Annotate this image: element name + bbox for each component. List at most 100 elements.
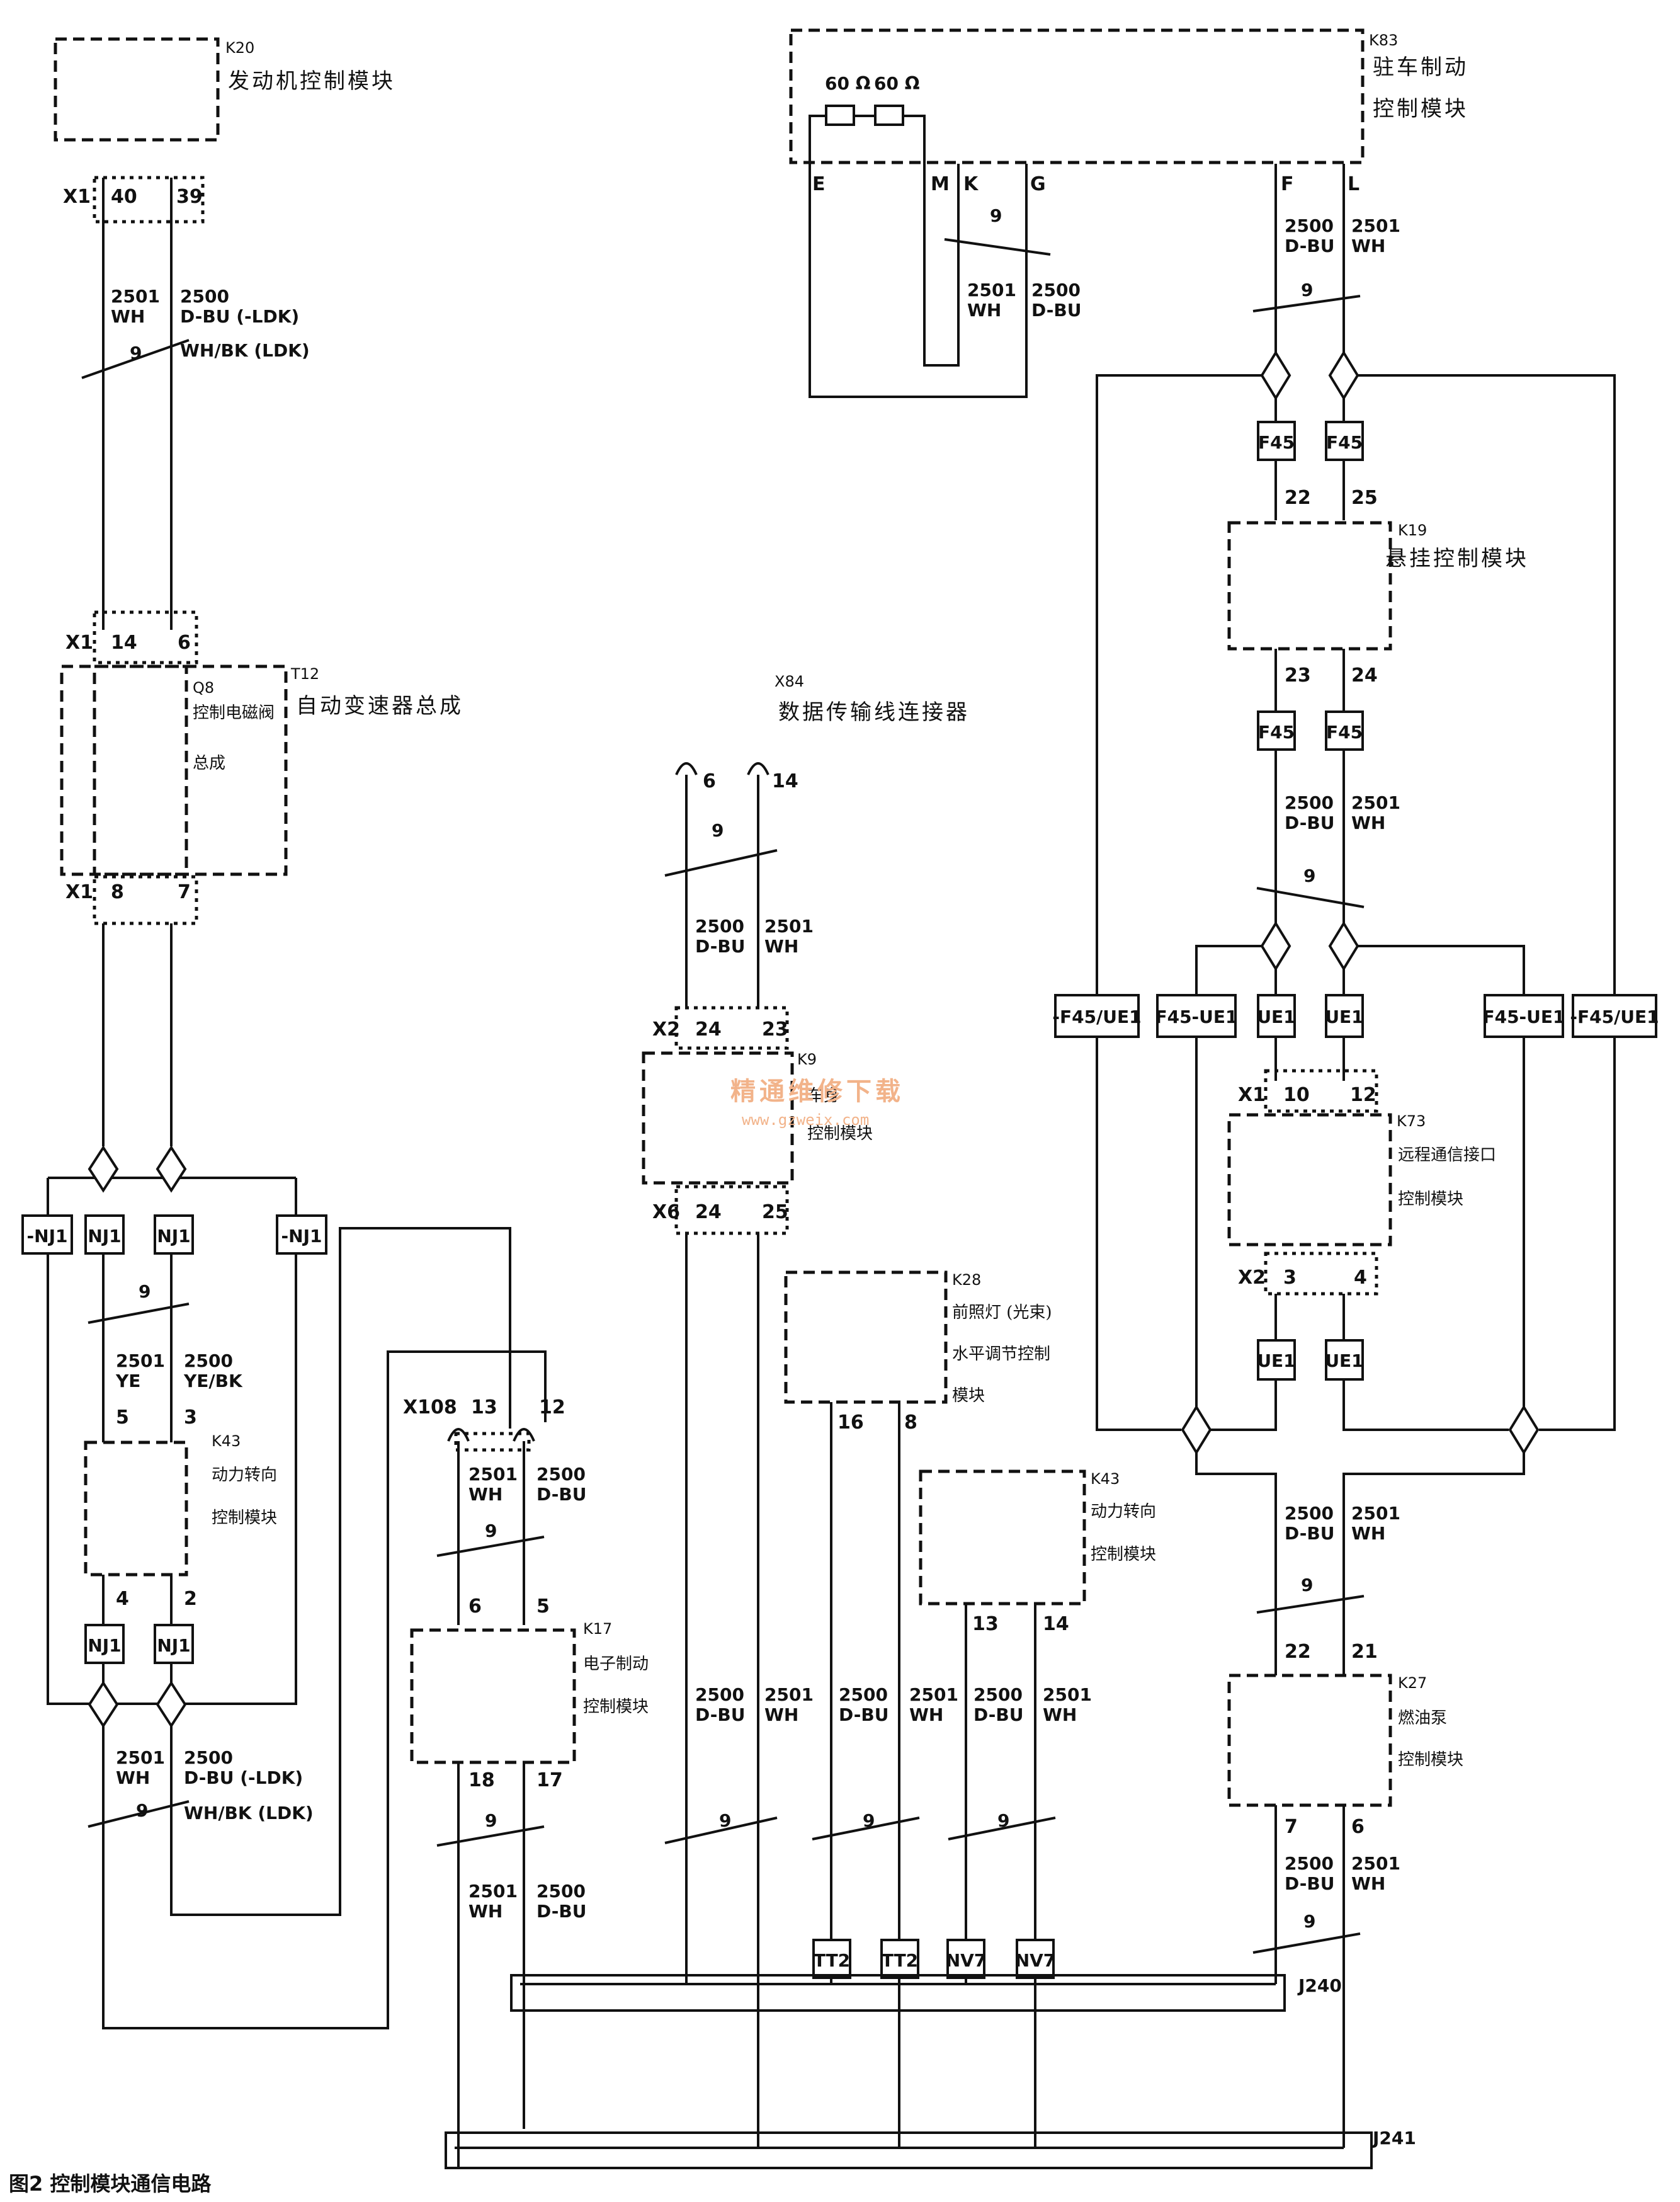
module-k19: 22 25 K19 悬挂控制模块 23 24 [1227, 487, 1526, 687]
svg-text:9: 9 [990, 205, 1002, 226]
svg-text:D-BU: D-BU [1285, 1523, 1334, 1544]
svg-text:D-BU: D-BU [1285, 236, 1334, 256]
svg-text:9: 9 [1303, 1911, 1315, 1932]
splice-pack-j240: J240 [510, 1974, 1342, 2129]
resistor-icon [825, 105, 855, 126]
svg-text:WH: WH [1351, 1873, 1385, 1894]
svg-text:WH: WH [1043, 1704, 1077, 1725]
svg-text:2500: 2500 [180, 286, 229, 307]
svg-text:J241: J241 [1371, 2128, 1416, 2148]
splice-diamond [1260, 350, 1291, 401]
svg-text:F45: F45 [1326, 432, 1363, 453]
svg-text:2500: 2500 [1285, 1853, 1334, 1874]
svg-text:J240: J240 [1297, 1975, 1342, 1996]
svg-text:燃油泵: 燃油泵 [1398, 1709, 1447, 1728]
svg-text:12: 12 [539, 1396, 565, 1418]
svg-text:X2: X2 [1238, 1267, 1266, 1289]
svg-text:D-BU: D-BU [1031, 300, 1081, 321]
svg-text:2501: 2501 [909, 1684, 958, 1705]
svg-text:9: 9 [997, 1810, 1009, 1831]
svg-text:远程通信接口: 远程通信接口 [1398, 1146, 1496, 1165]
connector-x108: X108 13 12 [403, 1396, 565, 1452]
svg-text:X6: X6 [652, 1201, 680, 1223]
svg-text:K19: K19 [1398, 522, 1427, 539]
svg-text:5: 5 [536, 1595, 550, 1617]
k20-pin-b: 39 [176, 186, 203, 208]
svg-text:2: 2 [184, 1588, 197, 1610]
splice-diamond [1508, 1405, 1540, 1455]
svg-text:2500: 2500 [1285, 215, 1334, 236]
module-k83: K83 驻车制动 控制模块 60 Ω 60 Ω E M K G F L [789, 28, 1468, 195]
svg-text:6: 6 [1351, 1816, 1365, 1838]
connector-x84: X84 数据传输线连接器 6 14 [675, 673, 970, 792]
svg-text:D-BU: D-BU [695, 936, 745, 957]
splice-diamond [1181, 1405, 1212, 1455]
svg-text:D-BU: D-BU [536, 1484, 586, 1505]
svg-text:YE/BK: YE/BK [183, 1371, 243, 1391]
svg-text:23: 23 [1285, 665, 1311, 687]
svg-text:控制模块: 控制模块 [1398, 1190, 1463, 1209]
svg-text:-NJ1: -NJ1 [27, 1226, 68, 1246]
svg-text:2501: 2501 [116, 1747, 165, 1768]
svg-text:F45-UE1: F45-UE1 [1482, 1007, 1565, 1027]
svg-text:3: 3 [184, 1406, 197, 1429]
svg-text:24: 24 [695, 1018, 722, 1041]
svg-text:K17: K17 [583, 1620, 612, 1638]
svg-text:K28: K28 [952, 1271, 981, 1289]
svg-text:WH: WH [1351, 236, 1385, 256]
svg-text:控制模块: 控制模块 [1373, 96, 1468, 122]
svg-text:F: F [1281, 173, 1294, 195]
splice-pack-j241: J241 [445, 2128, 1416, 2169]
svg-text:WH: WH [1351, 1523, 1385, 1544]
svg-text:TT2: TT2 [882, 1950, 918, 1971]
svg-text:6: 6 [178, 632, 191, 654]
svg-text:X1: X1 [65, 632, 93, 654]
svg-text:水平调节控制: 水平调节控制 [952, 1345, 1050, 1364]
x84-name: 数据传输线连接器 [778, 700, 970, 725]
svg-text:9: 9 [136, 1800, 148, 1821]
svg-text:控制模块: 控制模块 [1091, 1545, 1156, 1564]
svg-text:K: K [963, 173, 979, 195]
svg-text:2501: 2501 [111, 286, 160, 307]
svg-text:D-BU: D-BU [973, 1704, 1023, 1725]
watermark-url: www.gzweix.com [742, 1111, 869, 1129]
svg-text:控制模块: 控制模块 [583, 1697, 649, 1716]
svg-text:NJ1: NJ1 [88, 1635, 121, 1656]
splice-diamond [156, 1680, 187, 1728]
svg-text:21: 21 [1351, 1641, 1378, 1663]
k20-id: K20 [225, 39, 254, 57]
svg-text:7: 7 [1285, 1816, 1298, 1838]
svg-text:UE1: UE1 [1325, 1350, 1363, 1371]
svg-text:D-BU: D-BU [695, 1704, 745, 1725]
svg-text:2501: 2501 [1351, 215, 1400, 236]
svg-text:2500: 2500 [1031, 280, 1081, 300]
svg-text:3: 3 [1283, 1267, 1297, 1289]
svg-text:YE: YE [115, 1371, 140, 1391]
svg-text:X1: X1 [65, 881, 93, 903]
splice-diamond [1328, 921, 1359, 971]
svg-text:K83: K83 [1369, 31, 1398, 49]
svg-text:NJ1: NJ1 [157, 1635, 190, 1656]
svg-text:2501: 2501 [1351, 792, 1400, 813]
watermark-text: 精通维修下载 [730, 1077, 904, 1106]
svg-text:K43: K43 [212, 1432, 241, 1450]
svg-text:13: 13 [471, 1396, 497, 1418]
svg-text:D-BU: D-BU [1285, 813, 1334, 833]
svg-text:12: 12 [1350, 1084, 1376, 1106]
svg-text:K73: K73 [1397, 1112, 1426, 1130]
svg-text:-F45/UE1: -F45/UE1 [1052, 1007, 1141, 1027]
svg-text:4: 4 [1354, 1267, 1367, 1289]
svg-text:UE1: UE1 [1257, 1007, 1295, 1027]
svg-text:2500: 2500 [973, 1684, 1023, 1705]
svg-text:9: 9 [1301, 1575, 1313, 1595]
svg-text:6: 6 [703, 770, 716, 792]
svg-text:动力转向: 动力转向 [212, 1466, 277, 1485]
svg-text:WH: WH [468, 1484, 502, 1505]
module-k20: K20 发动机控制模块 X1 40 39 [54, 37, 393, 224]
svg-text:14: 14 [1043, 1613, 1069, 1635]
svg-text:NJ1: NJ1 [88, 1226, 121, 1246]
svg-text:NV7: NV7 [1015, 1950, 1056, 1971]
svg-text:驻车制动: 驻车制动 [1373, 55, 1468, 80]
svg-text:8: 8 [111, 881, 124, 903]
splice-diamond [88, 1145, 119, 1193]
